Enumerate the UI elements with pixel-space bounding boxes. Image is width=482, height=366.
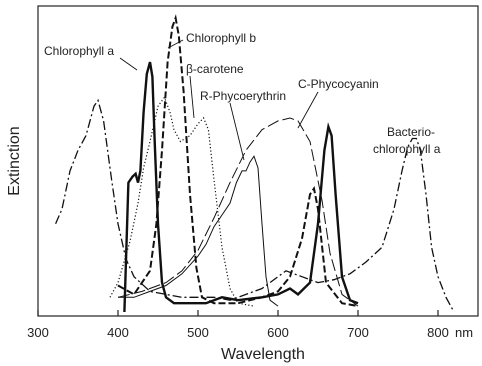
series-labels: Chlorophyll a Chlorophyll b β-carotene R… xyxy=(44,31,441,156)
x-axis-title: Wavelength xyxy=(221,346,305,363)
label-chlorophyll-a: Chlorophyll a xyxy=(44,44,114,58)
label-r-phycoerythrin: R-Phycoerythrin xyxy=(200,89,286,103)
plot-frame xyxy=(37,5,479,317)
series-line-r-phycoerythrin xyxy=(118,155,279,307)
series-line-chlorophyll-b xyxy=(117,14,359,308)
leader-line-beta-carotene xyxy=(189,75,195,119)
x-tick-label-700: 700 xyxy=(347,325,369,340)
series-line-chlorophyll-a xyxy=(123,61,359,313)
x-tick-label-300: 300 xyxy=(27,325,49,340)
x-tick-label-400: 400 xyxy=(107,325,129,340)
series-line-bacteriochlorophyll-a xyxy=(55,98,455,313)
label-bacteriochlorophyll-a-line2: chlorophyll a xyxy=(373,142,441,156)
leader-line-c-phycocyanin xyxy=(297,91,319,129)
series-line-beta-carotene xyxy=(109,96,255,307)
label-c-phycocyanin: C-Phycocyanin xyxy=(298,77,379,91)
leader-line-chlorophyll-b xyxy=(167,39,184,49)
leader-line-chlorophyll-a xyxy=(119,57,138,71)
label-beta-carotene: β-carotene xyxy=(186,62,244,76)
x-axis: 300 400 500 600 700 800 xyxy=(27,310,449,340)
series-group xyxy=(55,14,455,313)
label-bacteriochlorophyll-a-line1: Bacterio- xyxy=(387,125,435,139)
leader-line-r-phycoerythrin xyxy=(229,102,245,161)
label-chlorophyll-b: Chlorophyll b xyxy=(186,31,256,45)
y-axis-title: Extinction xyxy=(6,126,23,195)
x-tick-label-800: 800 xyxy=(427,325,449,340)
series-line-c-phycocyanin xyxy=(117,117,359,307)
leader-lines xyxy=(119,39,319,161)
x-axis-unit: nm xyxy=(455,325,473,340)
x-tick-label-500: 500 xyxy=(187,325,209,340)
x-tick-label-600: 600 xyxy=(267,325,289,340)
